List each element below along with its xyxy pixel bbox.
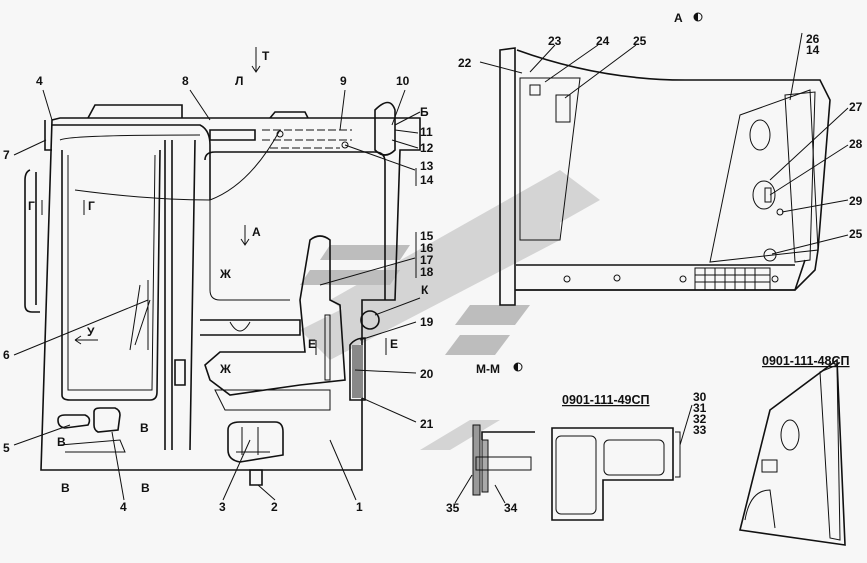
section-v-1: В [57,435,66,449]
view-a: А 22 23 24 25 26 14 27 28 29 25 [458,11,863,306]
section-mm-title: М-М [476,362,500,376]
callout-14-view-a: 14 [806,43,820,57]
callout-29: 29 [849,194,863,208]
callout-13: 13 [420,159,434,173]
callout-16: 16 [420,241,434,255]
callout-1: 1 [356,500,363,514]
section-zh-top: Ж [219,267,231,281]
callout-12: 12 [420,141,434,155]
callout-23: 23 [548,34,562,48]
callout-19: 19 [420,315,434,329]
callout-31: 31 [693,401,707,415]
view-a-title: А [674,11,683,25]
callout-5: 5 [3,441,10,455]
callout-3: 3 [219,500,226,514]
callout-4-lower: 4 [120,500,127,514]
callout-25-lower: 25 [849,227,863,241]
callout-l: Л [235,74,243,88]
part-49-code: 0901-111-49СП [562,393,650,407]
watermark-logo [300,170,600,450]
main-view-callouts: Т 4 8 Л 9 10 Б 11 12 13 14 7 Г Г А 15 16… [3,49,434,514]
leader-lines [13,89,421,501]
section-zh-bottom: Ж [219,362,231,376]
callout-22: 22 [458,56,472,70]
section-g-right: Г [88,199,95,213]
callout-14: 14 [420,173,434,187]
section-v-4: В [141,481,150,495]
callout-24: 24 [596,34,610,48]
callout-17: 17 [420,253,434,267]
callout-18: 18 [420,265,434,279]
rotate-icon [513,362,523,372]
cab-side-view [24,101,421,486]
part-48-view: 0901-111-48СП [739,354,850,546]
part-49-view: 0901-111-49СП 30 31 32 33 [551,390,707,521]
callout-25-top: 25 [633,34,647,48]
callout-11: 11 [420,125,433,139]
callout-32: 32 [693,412,707,426]
callout-4: 4 [36,74,43,88]
view-label-a: А [252,225,261,239]
part-48-code: 0901-111-48СП [762,354,850,368]
rotate-icon [693,12,703,22]
callout-20: 20 [420,367,434,381]
callout-26: 26 [806,32,820,46]
section-g-left: Г [28,199,35,213]
section-arrows [41,47,387,355]
callout-35: 35 [446,501,460,515]
callout-8: 8 [182,74,189,88]
callout-28: 28 [849,137,863,151]
section-v-3: В [61,481,70,495]
callout-k: К [421,283,429,297]
view-label-t: Т [262,49,270,63]
callout-6: 6 [3,348,10,362]
callout-34: 34 [504,501,518,515]
section-e-right: Е [390,337,398,351]
callout-27: 27 [849,100,863,114]
callout-b: Б [420,105,429,119]
section-e-left: Е [308,337,316,351]
callout-7: 7 [3,148,10,162]
callout-15: 15 [420,229,434,243]
view-label-u: У [87,325,95,339]
callout-30: 30 [693,390,707,404]
section-mm: М-М 35 34 [446,362,535,515]
callout-21: 21 [420,417,434,431]
section-v-2: В [140,421,149,435]
callout-9: 9 [340,74,347,88]
callout-10: 10 [396,74,410,88]
callout-33: 33 [693,423,707,437]
callout-2: 2 [271,500,278,514]
